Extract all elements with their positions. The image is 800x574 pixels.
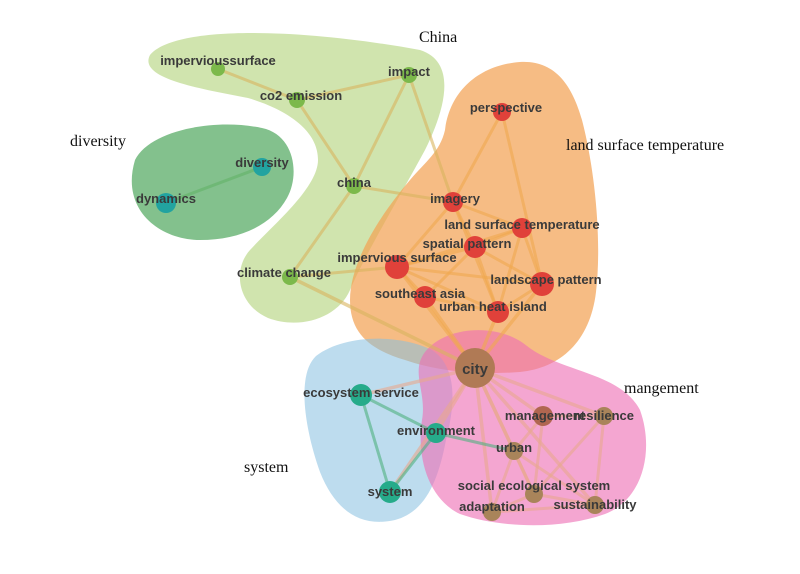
edge-resilience-sustainability [593,414,606,507]
node-climate-change[interactable] [282,269,298,285]
node-social-ecological-system[interactable] [525,485,543,503]
cluster-label-china: China [419,29,457,46]
node-urban-heat-island[interactable] [487,301,509,323]
node-imagery[interactable] [443,192,463,212]
node-label-resilience: resilience [574,408,634,423]
node-resilience[interactable] [595,407,613,425]
edge-city-sustainability [473,366,597,507]
edge-southeast-asia-urban-heat-island [423,295,500,314]
node-label-adaptation: adaptation [459,499,525,514]
node-management[interactable] [533,406,553,426]
edge-impact-china [352,73,411,188]
node-label-imagery: imagery [430,191,481,206]
node-system[interactable] [379,481,401,503]
node-landscape-pattern[interactable] [530,272,554,296]
edge-urban-sustainability [512,449,597,507]
node-label-system: system [368,484,413,499]
node-spatial-pattern[interactable] [464,236,486,258]
node-ecosystem-service[interactable] [350,384,372,406]
cluster-label-land-surface-temperature: land surface temperature [566,137,724,154]
node-china[interactable] [346,178,362,194]
node-diversity[interactable] [253,158,271,176]
edge-spatial-pattern-landscape-pattern [473,245,544,286]
node-label-social-ecological-system: social ecological system [458,478,610,493]
edge-city-resilience [473,366,606,418]
edge-resilience-social-ecological-system [532,414,606,496]
node-label-diversity: diversity [235,155,289,170]
edge-imagery-impervious-surface [395,200,455,269]
edge-impervioussurface-co2-emission [216,67,299,102]
network-nodes [156,62,613,521]
cluster-label-mangement: mangement [624,380,699,397]
cluster-labels: China diversity land surface temperature… [70,29,724,476]
edge-imagery-land-surface-temperature [451,200,524,230]
node-perspective[interactable] [493,103,511,121]
node-impervioussurface[interactable] [211,62,225,76]
cluster-hull-china [148,32,445,323]
edge-adaptation-sustainability [490,503,597,514]
edge-urban-adaptation [490,449,516,514]
node-label-dynamics: dynamics [136,191,196,206]
node-land-surface-temperature[interactable] [512,218,532,238]
node-urban[interactable] [505,442,523,460]
edge-co2-emission-china [295,98,356,188]
cluster-label-diversity: diversity [70,133,126,150]
edge-perspective-landscape-pattern [500,110,544,286]
node-label-impact: impact [388,64,431,79]
edge-climate-change-city [288,275,477,370]
node-label-co2-emission: co2 emission [260,88,342,103]
node-label-environment: environment [397,423,476,438]
node-impervious-surface[interactable] [385,255,409,279]
edge-impervious-surface-landscape-pattern [395,265,544,286]
node-label-impervioussurface: impervioussurface [160,53,276,68]
node-label-ecosystem-service: ecosystem service [303,385,419,400]
cluster-hull-lst [350,61,599,374]
node-label-urban-heat-island: urban heat island [439,299,547,314]
edge-perspective-imagery [451,110,504,204]
node-label-landscape-pattern: landscape pattern [490,272,601,287]
node-label-climate-change: climate change [237,265,331,280]
edge-ecosystem-service-environment [359,393,438,435]
edge-spatial-pattern-urban-heat-island [473,245,500,314]
node-adaptation[interactable] [483,503,501,521]
node-city[interactable] [455,348,495,388]
cluster-label-system: system [244,459,289,476]
node-label-land-surface-temperature: land surface temperature [444,217,599,232]
node-dynamics[interactable] [156,193,176,213]
node-label-management: management [505,408,586,423]
node-label-china: china [337,175,372,190]
edge-china-imagery [352,184,455,204]
edge-climate-change-impervious-surface [288,265,399,279]
edge-environment-system [388,431,438,494]
edge-impact-imagery [407,73,455,204]
node-southeast-asia[interactable] [414,286,436,308]
node-environment[interactable] [426,423,446,443]
edge-china-climate-change [288,184,356,279]
edge-ecosystem-service-system [359,393,392,494]
node-impact[interactable] [401,67,417,83]
node-labels: impervioussurface impact co2 emission china… [136,53,637,514]
edge-diversity-dynamics [164,165,264,205]
node-label-urban: urban [496,440,532,455]
node-label-sustainability: sustainability [553,497,637,512]
edge-environment-urban [434,431,516,453]
node-label-southeast-asia: southeast asia [375,286,466,301]
edge-city-adaptation [473,366,494,514]
node-co2-emission[interactable] [289,92,305,108]
node-sustainability[interactable] [586,496,604,514]
node-label-spatial-pattern: spatial pattern [423,236,512,251]
edge-social-ecological-system-sustainability [532,492,597,507]
cluster-hull-system [304,338,453,522]
edge-impervious-surface-urban-heat-island [395,265,500,314]
node-label-perspective: perspective [470,100,542,115]
edge-spatial-pattern-impervious-surface [395,245,477,269]
edge-management-social-ecological-system [532,414,545,496]
edge-land-surface-temperature-urban-heat-island [496,226,524,314]
node-label-impervious-surface: impervious surface [337,250,456,265]
node-label-city: city [462,361,489,378]
cluster-hull-diversity [131,124,294,240]
edge-co2-emission-impact [295,73,411,102]
